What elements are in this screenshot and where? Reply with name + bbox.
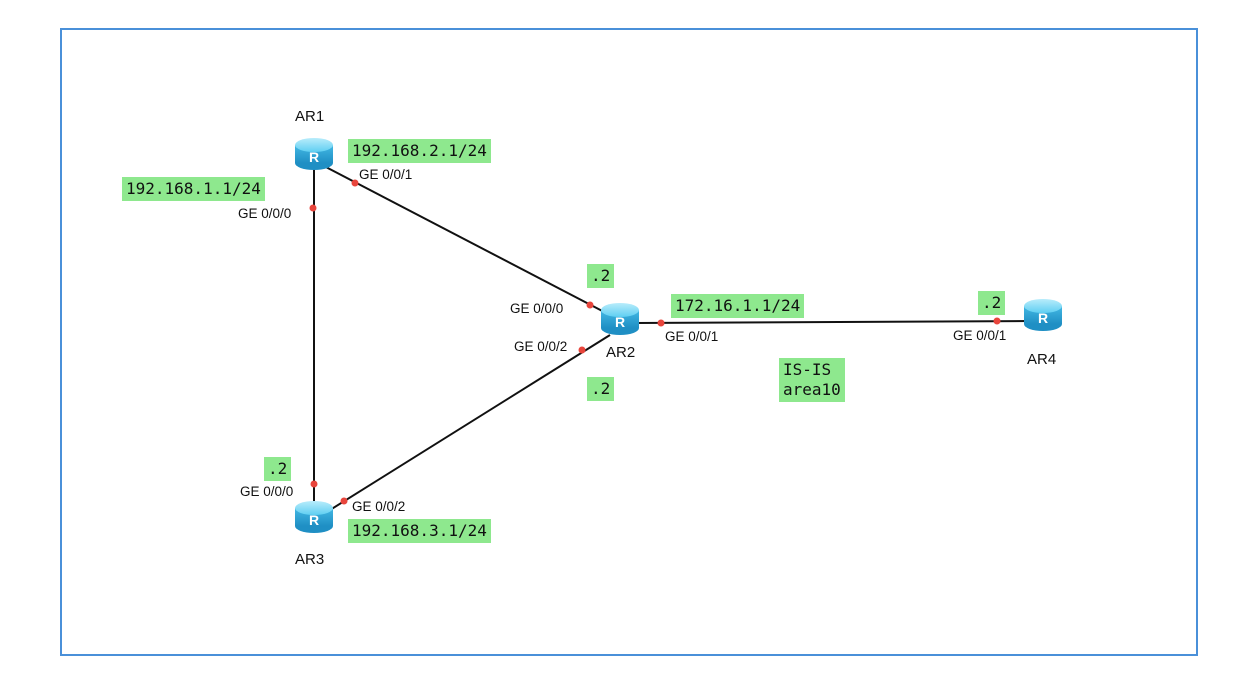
port-dot-ar1-g1 xyxy=(351,179,359,187)
link-ar1-ar2 xyxy=(321,164,611,316)
diagram-frame xyxy=(60,28,1198,656)
iface-ar3-g2: GE 0/0/2 xyxy=(352,499,406,514)
router-icon[interactable]: R xyxy=(295,138,333,170)
router-icon[interactable]: R xyxy=(601,303,639,335)
iface-ar3-g0: GE 0/0/0 xyxy=(240,484,294,499)
router-name-ar2: AR2 xyxy=(606,344,636,361)
svg-text:R: R xyxy=(615,314,625,330)
port-dot-ar2-g2 xyxy=(578,346,586,354)
port-dot-ar4-g1 xyxy=(993,317,1001,325)
router-name-ar3: AR3 xyxy=(295,551,325,568)
router-name-ar4: AR4 xyxy=(1027,351,1057,368)
iface-ar2-g0: GE 0/0/0 xyxy=(510,301,564,316)
iface-ar4-g1: GE 0/0/1 xyxy=(953,328,1007,343)
router-icon[interactable]: R xyxy=(1024,299,1062,331)
port-dot-ar3-g2 xyxy=(340,497,348,505)
link-ar2-ar4 xyxy=(629,320,1031,324)
area-name: area10 xyxy=(783,380,841,399)
port-dot-ar3-g0 xyxy=(310,480,318,488)
addr-192-168-3-1: 192.168.3.1/24 xyxy=(348,519,491,543)
addr-192-168-2-1: 192.168.2.1/24 xyxy=(348,139,491,163)
iface-ar1-g1: GE 0/0/1 xyxy=(359,167,413,182)
addr-172-16-1-1: 172.16.1.1/24 xyxy=(671,294,805,318)
svg-text:R: R xyxy=(309,149,319,165)
area-label: IS-IS area10 xyxy=(779,358,845,402)
iface-ar1-g0: GE 0/0/0 xyxy=(238,206,292,221)
area-protocol: IS-IS xyxy=(783,360,832,379)
port-dot-ar2-g1 xyxy=(657,319,665,327)
addr-ar4-host: .2 xyxy=(978,291,1006,315)
iface-ar2-g2: GE 0/0/2 xyxy=(514,339,568,354)
link-ar2-ar3 xyxy=(329,334,611,511)
addr-ar2-host-ar3: .2 xyxy=(587,377,615,401)
svg-text:R: R xyxy=(309,512,319,528)
router-name-ar1: AR1 xyxy=(295,108,325,125)
router-icon[interactable]: R xyxy=(295,501,333,533)
addr-ar3-host: .2 xyxy=(264,457,292,481)
iface-ar2-g1: GE 0/0/1 xyxy=(665,329,719,344)
port-dot-ar2-g0 xyxy=(586,301,594,309)
port-dot-ar1-g0 xyxy=(309,204,317,212)
addr-192-168-1-1: 192.168.1.1/24 xyxy=(122,177,265,201)
svg-text:R: R xyxy=(1038,310,1048,326)
addr-ar2-host-ar1: .2 xyxy=(587,264,615,288)
